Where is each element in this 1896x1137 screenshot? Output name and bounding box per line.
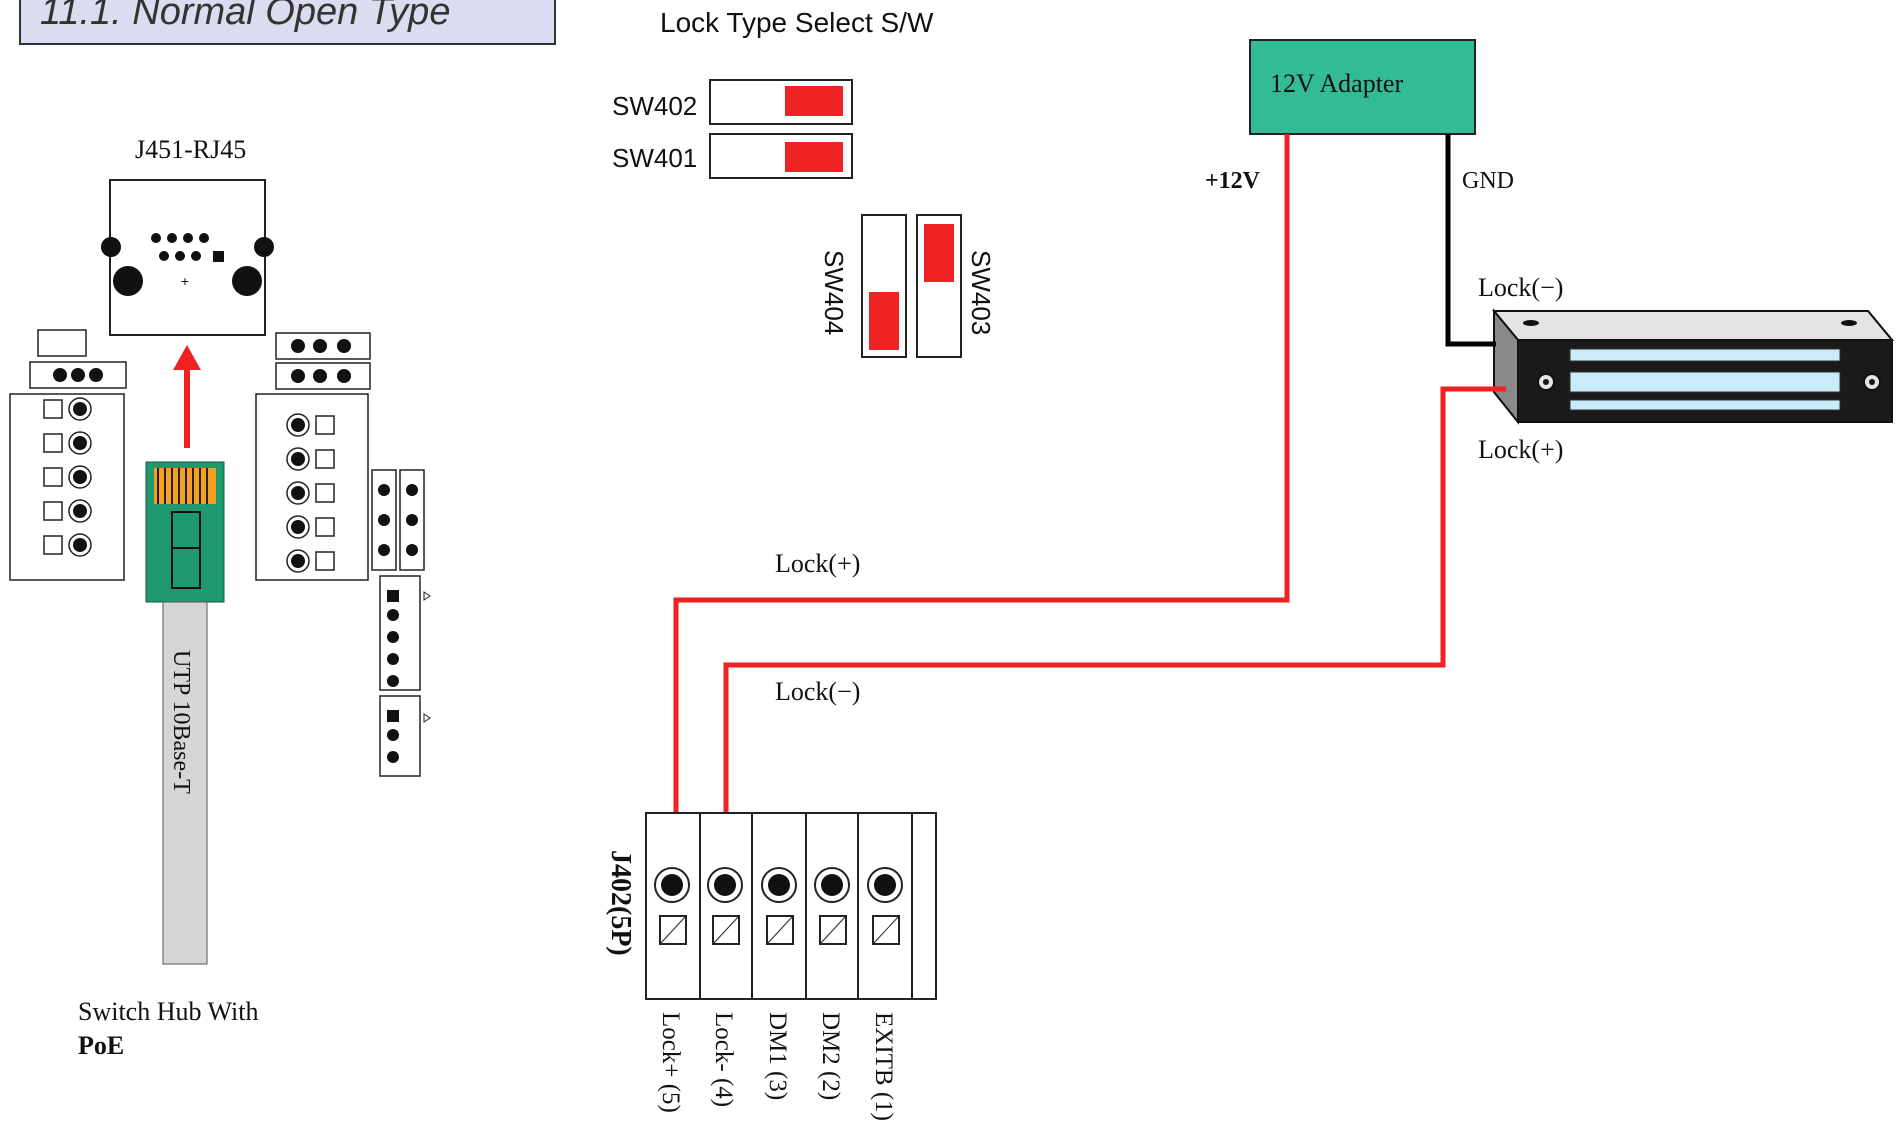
- gnd-label: GND: [1462, 168, 1514, 194]
- left-terminal-block: [9, 329, 127, 581]
- lock-minus-top-label: Lock(−): [1478, 273, 1563, 302]
- arrow-up-icon: [173, 345, 201, 370]
- sw403-label: SW403: [966, 250, 996, 335]
- sw402-knob: [785, 86, 843, 116]
- section-title-box: 11.1. Normal Open Type: [19, 0, 556, 45]
- pin-label: Lock- (4): [710, 1012, 737, 1107]
- switch-sw401[interactable]: SW401: [612, 133, 853, 179]
- insert-arrow: [173, 345, 201, 448]
- v12-label: +12V: [1205, 168, 1261, 194]
- right-terminal-block: [255, 332, 431, 777]
- hub-label-2: PoE: [78, 1031, 124, 1060]
- hub-label-1: Switch Hub With: [78, 997, 258, 1026]
- pin-label: Lock+ (5): [657, 1012, 684, 1113]
- adapter-12v: 12V Adapter: [1249, 39, 1476, 135]
- sw401-label: SW401: [612, 143, 697, 173]
- electric-lock: Lock(−) Lock(+): [1478, 273, 1895, 464]
- lock-minus-wire: [723, 386, 1506, 813]
- utp-cable: UTP 10Base-T: [162, 601, 208, 965]
- pin-label: EXITB (1): [870, 1012, 897, 1121]
- pin-label: DM2 (2): [817, 1012, 844, 1100]
- sw404-label: SW404: [819, 250, 849, 335]
- lock-plus-wire: [673, 134, 1290, 813]
- lock-type-title: Lock Type Select S/W: [660, 7, 934, 38]
- rj45-jack: J451-RJ45 +: [101, 135, 274, 336]
- adapter-label: 12V Adapter: [1270, 69, 1403, 98]
- sw402-label: SW402: [612, 91, 697, 121]
- rj45-plug: [145, 461, 225, 603]
- wires: [673, 134, 1506, 813]
- switch-sw402[interactable]: SW402: [612, 79, 853, 125]
- j402-connector: J402(5P) Lock+ (5) Lock- (4) DM1 (3) DM2…: [605, 812, 937, 1121]
- cable-label: UTP 10Base-T: [168, 650, 194, 794]
- rj45-label: J451-RJ45: [135, 135, 246, 164]
- switch-sw404[interactable]: SW404: [819, 214, 907, 358]
- rj45-body: [109, 179, 266, 336]
- lock-plus-top-label: Lock(+): [1478, 435, 1563, 464]
- section-title: 11.1. Normal Open Type: [40, 0, 450, 33]
- pin-label: DM1 (3): [764, 1012, 791, 1100]
- title-box-bg: [19, 0, 556, 45]
- sw403-knob: [924, 224, 954, 282]
- switch-sw403[interactable]: SW403: [916, 214, 996, 358]
- lock-plus-wire-label: Lock(+): [775, 549, 860, 578]
- lock-minus-wire-label: Lock(−): [775, 677, 860, 706]
- sw401-knob: [785, 142, 843, 172]
- gnd-wire: [1445, 134, 1496, 347]
- sw404-knob: [869, 292, 899, 350]
- connector-label: J402(5P): [605, 850, 636, 956]
- rj45-plus: +: [181, 273, 189, 289]
